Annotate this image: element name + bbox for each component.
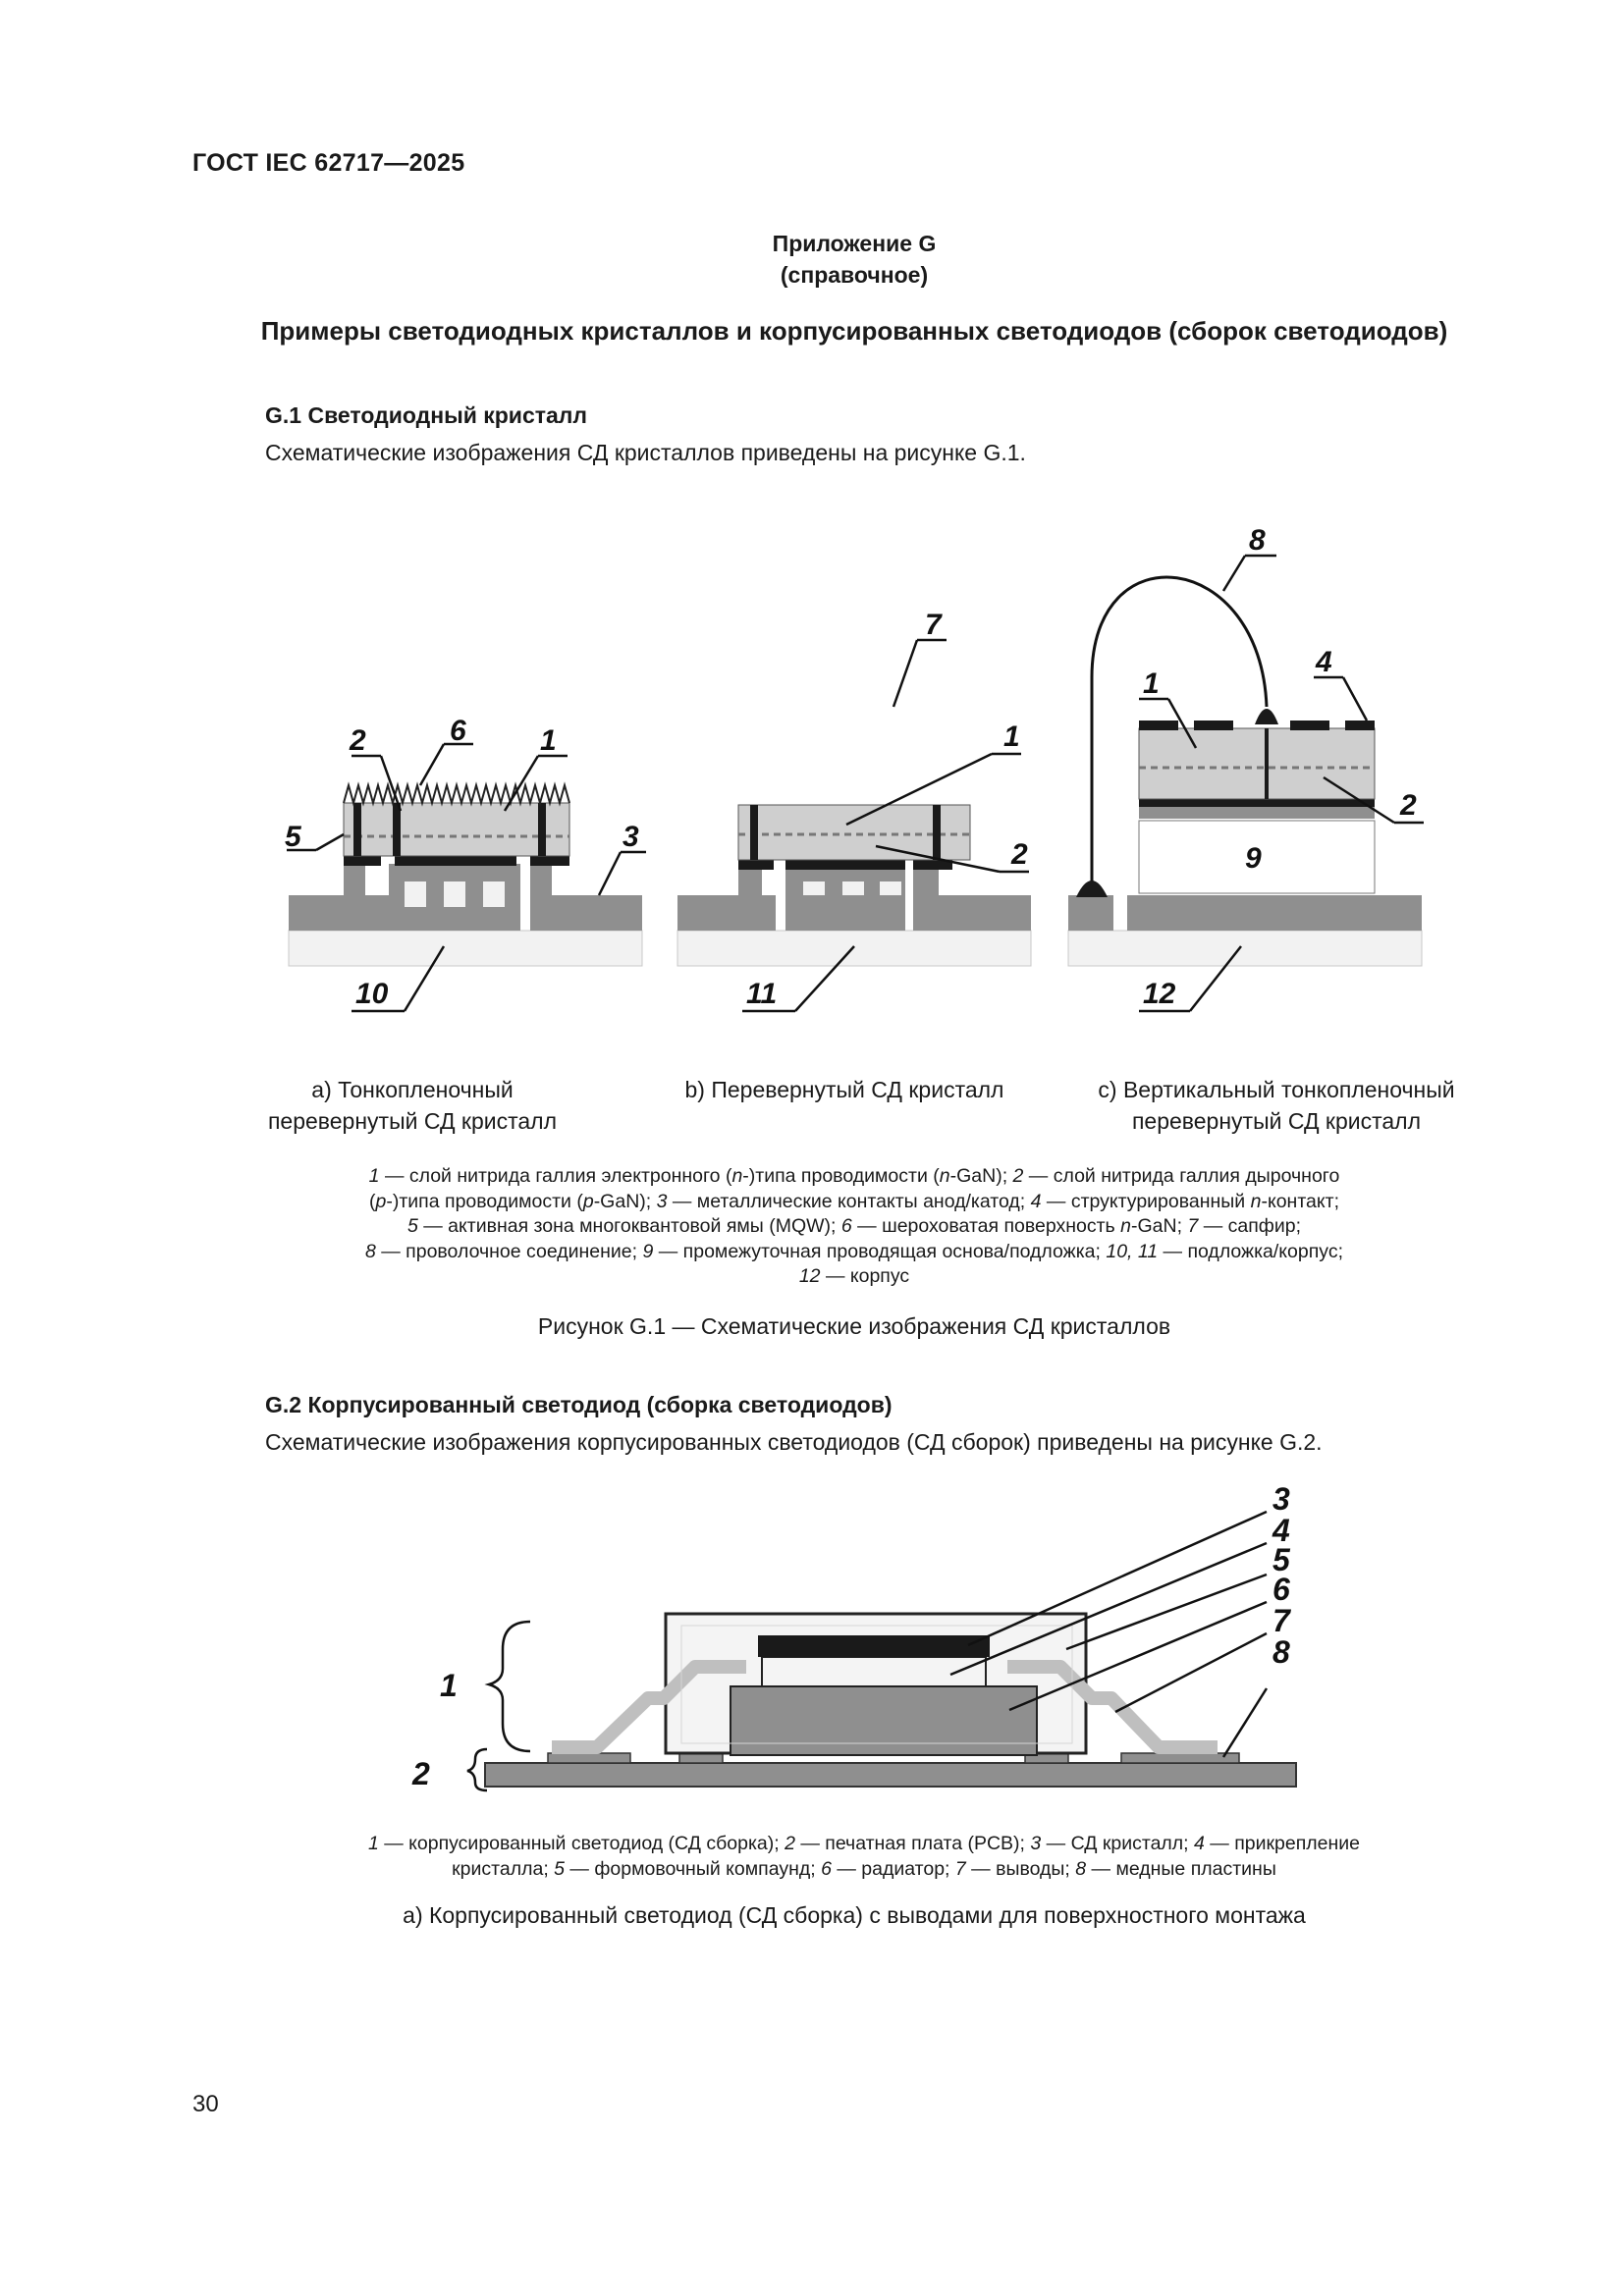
panel-c-label-8: 8 bbox=[1249, 524, 1266, 557]
fig2-label-8: 8 bbox=[1272, 1634, 1290, 1670]
fig2-label-3: 3 bbox=[1272, 1481, 1290, 1517]
panel-c-drawing bbox=[1067, 575, 1423, 967]
legend-line-1: 1 — слой нитрида галлия электронного (n-… bbox=[368, 1165, 1340, 1187]
figure-g2-legend: 1 — корпусированный светодиод (СД сборка… bbox=[255, 1832, 1473, 1882]
standard-header: ГОСТ IEC 62717—2025 bbox=[192, 149, 465, 177]
annex-type: (справочное) bbox=[780, 262, 929, 288]
page-number: 30 bbox=[192, 2091, 219, 2117]
panel-a-label-1: 1 bbox=[540, 724, 557, 757]
section-1-text: Схематические изображения СД кристаллов … bbox=[265, 440, 1026, 465]
panel-c-caption-line2: перевернутый СД кристалл bbox=[1131, 1108, 1422, 1134]
panel-b-label-1: 1 bbox=[1003, 721, 1020, 753]
panel-b-label-2: 2 bbox=[1010, 838, 1028, 871]
panel-a-caption: a) Тонкопленочный перевернутый СД криста… bbox=[236, 1074, 589, 1137]
panel-a-label-5: 5 bbox=[285, 821, 302, 853]
figure-g1-diagram: 2 6 1 5 3 10 7 1 2 11 bbox=[285, 524, 1424, 1013]
annex-block: Приложение G (справочное) bbox=[0, 228, 1624, 291]
panel-c-label-1: 1 bbox=[1143, 667, 1160, 700]
fig2-label-5: 5 bbox=[1272, 1542, 1291, 1577]
panel-c-caption: c) Вертикальный тонкопленочный переверну… bbox=[1070, 1074, 1483, 1137]
panel-c-label-2: 2 bbox=[1399, 789, 1417, 822]
panel-b-drawing bbox=[677, 804, 1032, 967]
fig2-legend-line-2: кристалла; 5 — формовочный компаунд; 6 —… bbox=[452, 1857, 1276, 1880]
panel-b-label-11: 11 bbox=[746, 978, 777, 1010]
panel-a-label-6: 6 bbox=[450, 715, 466, 747]
legend-line-2: (p-)типа проводимости (p-GaN); 3 — метал… bbox=[369, 1190, 1339, 1212]
panel-c-label-9: 9 bbox=[1245, 842, 1262, 875]
figure-g2-diagram: 3 4 5 6 7 8 1 2 bbox=[411, 1481, 1297, 1792]
fig2-label-1: 1 bbox=[440, 1668, 458, 1703]
figure-g2-caption: a) Корпусированный светодиод (СД сборка)… bbox=[403, 1902, 1306, 1928]
package-drawing bbox=[484, 1612, 1297, 1788]
annex-title: Примеры светодиодных кристаллов и корпус… bbox=[260, 316, 1448, 346]
panel-c-caption-line1: c) Вертикальный тонкопленочный bbox=[1098, 1077, 1455, 1102]
legend-line-5: 12 — корпус bbox=[798, 1265, 910, 1287]
panel-a-caption-line1: a) Тонкопленочный bbox=[311, 1077, 514, 1102]
panel-a-label-10: 10 bbox=[355, 978, 389, 1010]
legend-line-4: 8 — проволочное соединение; 9 — промежут… bbox=[364, 1240, 1344, 1262]
panel-a-label-2: 2 bbox=[349, 724, 366, 757]
panel-a-drawing bbox=[288, 781, 643, 967]
section-1-heading: G.1 Светодиодный кристалл bbox=[265, 402, 588, 428]
fig2-label-6: 6 bbox=[1272, 1572, 1290, 1607]
legend-line-3: 5 — активная зона многоквантовой ямы (MQ… bbox=[406, 1215, 1301, 1237]
panel-b-caption: b) Перевернутый СД кристалл bbox=[684, 1077, 1004, 1102]
fig2-legend-line-1: 1 — корпусированный светодиод (СД сборка… bbox=[367, 1833, 1361, 1854]
annex-name: Приложение G bbox=[772, 231, 937, 256]
figure-g1-legend: 1 — слой нитрида галлия электронного (n-… bbox=[236, 1164, 1473, 1290]
section-2-heading: G.2 Корпусированный светодиод (сборка св… bbox=[265, 1392, 893, 1417]
fig2-label-2: 2 bbox=[411, 1756, 430, 1791]
panel-a-caption-line2: перевернутый СД кристалл bbox=[267, 1108, 558, 1134]
panel-a-label-3: 3 bbox=[623, 821, 639, 853]
fig2-label-7: 7 bbox=[1272, 1603, 1292, 1638]
panel-c-label-4: 4 bbox=[1315, 646, 1332, 678]
panel-c-label-12: 12 bbox=[1143, 978, 1176, 1010]
section-2-text: Схематические изображения корпусированны… bbox=[265, 1429, 1323, 1455]
fig2-label-4: 4 bbox=[1272, 1513, 1290, 1548]
figure-g1-title: Рисунок G.1 — Схематические изображения … bbox=[537, 1313, 1171, 1339]
panel-b-label-7: 7 bbox=[925, 609, 943, 641]
